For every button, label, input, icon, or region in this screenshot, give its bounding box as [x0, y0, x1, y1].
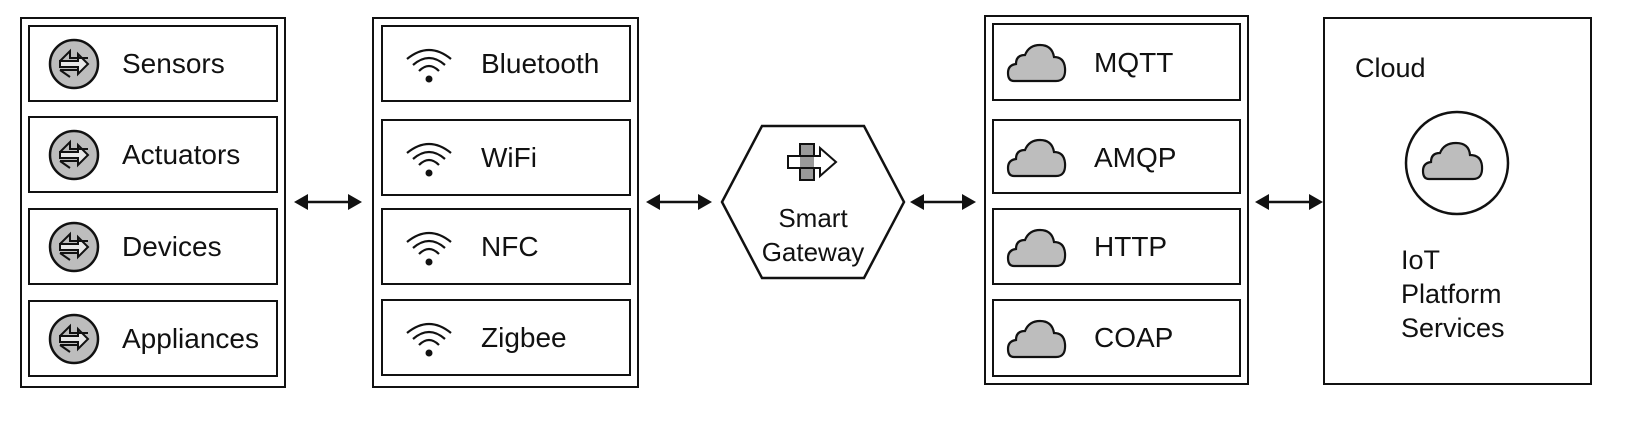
cloud-icon	[1006, 319, 1067, 359]
wireless-icon	[406, 48, 452, 83]
device-label: Sensors	[122, 48, 225, 79]
bidirectional-arrow	[294, 194, 362, 210]
cloud-icon	[1006, 228, 1067, 268]
sync-arrows-icon	[48, 313, 100, 365]
device-label: Devices	[122, 231, 222, 262]
smart-gateway-hexagon	[720, 124, 906, 280]
gateway-arrow-icon	[787, 143, 838, 181]
protocol-item-coap: COAP	[992, 299, 1241, 377]
device-item-appliances: Appliances	[28, 300, 278, 377]
device-label: Actuators	[122, 139, 241, 170]
wireless-icon	[406, 142, 452, 177]
cloud-icon	[1404, 110, 1510, 216]
sync-arrows-icon	[48, 38, 100, 90]
connectivity-item-zigbee: Zigbee	[381, 299, 631, 376]
protocol-item-amqp: AMQP	[992, 119, 1241, 194]
protocol-label: COAP	[1094, 322, 1174, 353]
service-label-line3: Services	[1401, 313, 1505, 343]
connectivity-label: NFC	[481, 231, 539, 262]
connectivity-label: WiFi	[481, 142, 537, 173]
cloud-icon	[1006, 43, 1067, 83]
protocol-item-http: HTTP	[992, 208, 1241, 285]
cloud-icon	[1006, 138, 1067, 178]
service-label-line1: IoT	[1401, 245, 1441, 275]
device-item-devices: Devices	[28, 208, 278, 285]
sync-arrows-icon	[48, 221, 100, 273]
service-label-line2: Platform	[1401, 279, 1502, 309]
gateway-label-line1: Smart	[778, 203, 848, 233]
cloud-panel-title: Cloud	[1355, 53, 1426, 83]
wireless-icon	[406, 322, 452, 357]
bidirectional-arrow	[1255, 194, 1323, 210]
bidirectional-arrow	[910, 194, 976, 210]
device-label: Appliances	[122, 323, 259, 354]
wireless-icon	[406, 231, 452, 266]
connectivity-label: Zigbee	[481, 322, 567, 353]
protocol-label: AMQP	[1094, 142, 1177, 173]
bidirectional-arrow	[646, 194, 712, 210]
connectivity-item-wifi: WiFi	[381, 119, 631, 196]
protocol-item-mqtt: MQTT	[992, 23, 1241, 101]
sync-arrows-icon	[48, 129, 100, 181]
device-item-actuators: Actuators	[28, 116, 278, 193]
gateway-label-line2: Gateway	[761, 237, 865, 267]
connectivity-item-bluetooth: Bluetooth	[381, 25, 631, 102]
device-item-sensors: Sensors	[28, 25, 278, 102]
connectivity-label: Bluetooth	[481, 48, 600, 79]
protocol-label: MQTT	[1094, 47, 1174, 78]
protocol-label: HTTP	[1094, 231, 1168, 262]
connectivity-item-nfc: NFC	[381, 208, 631, 285]
